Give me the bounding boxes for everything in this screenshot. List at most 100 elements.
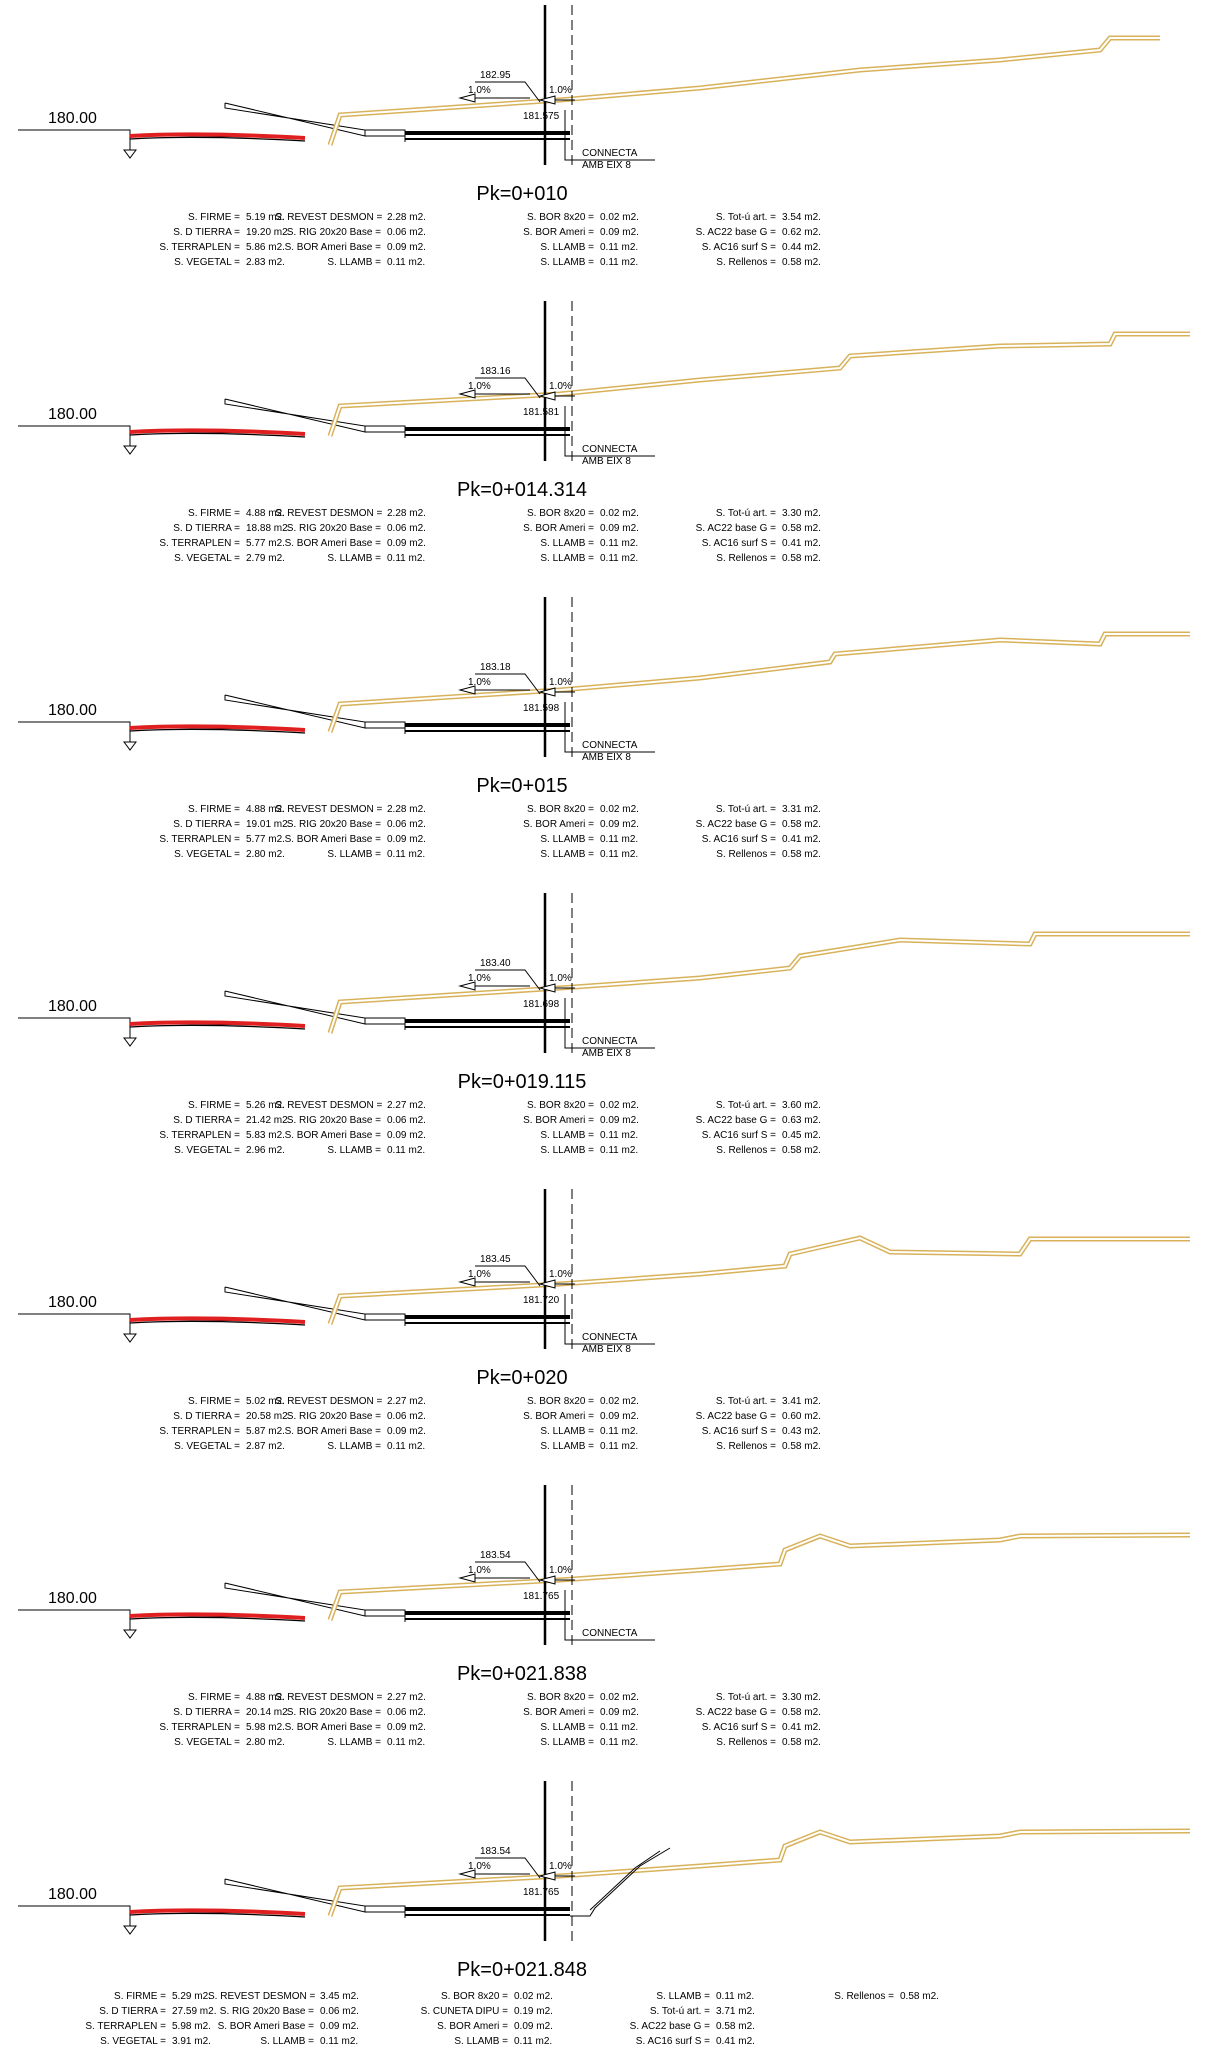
top-level-label: 183.40	[480, 958, 511, 969]
area-value: 0.11 m2.	[600, 1722, 639, 1733]
area-label: S. Tot-ú art. =	[649, 2006, 710, 2017]
area-label: S. RIG 20x20 Base =	[286, 1115, 381, 1126]
area-label: S. BOR Ameri =	[523, 1707, 594, 1718]
ditch-line	[129, 1908, 306, 1916]
area-value: 0.11 m2.	[387, 1441, 426, 1452]
connect-label-2: AMB EIX 8	[582, 160, 631, 171]
area-value: 0.11 m2.	[600, 538, 639, 549]
area-value: 5.77 m2.	[246, 834, 285, 845]
area-label: S. VEGETAL =	[174, 1737, 240, 1748]
connect-label-2: AMB EIX 8	[582, 752, 631, 763]
area-value: 0.02 m2.	[600, 212, 639, 223]
area-value: 0.02 m2.	[600, 804, 639, 815]
area-value: 3.71 m2.	[716, 2006, 755, 2017]
area-label: S. BOR Ameri Base =	[284, 1130, 381, 1141]
area-value: 0.09 m2.	[387, 538, 426, 549]
pavement-layers	[364, 425, 570, 438]
area-value: 0.09 m2.	[600, 227, 639, 238]
area-label: S. AC16 surf S =	[701, 1426, 776, 1437]
area-label: S. VEGETAL =	[174, 553, 240, 564]
area-label: S. LLAMB =	[327, 1145, 381, 1156]
connect-label: CONNECTA	[582, 148, 638, 159]
area-label: S. D TIERRA =	[99, 2006, 166, 2017]
area-value: 5.86 m2.	[246, 242, 285, 253]
area-label: S. BOR Ameri Base =	[284, 242, 381, 253]
area-value: 21.42 m2.	[246, 1115, 291, 1126]
area-value: 0.63 m2.	[782, 1115, 821, 1126]
area-value: 0.58 m2.	[716, 2021, 755, 2032]
connect-label: CONNECTA	[582, 1332, 638, 1343]
reference-level-line	[18, 129, 131, 150]
area-label: S. D TIERRA =	[173, 819, 240, 830]
area-label: S. BOR Ameri =	[523, 227, 594, 238]
slope-right-label: 1.0%	[549, 973, 572, 984]
area-value: 0.11 m2.	[600, 553, 639, 564]
area-label: S. BOR 8x20 =	[527, 804, 594, 815]
area-value: 3.30 m2.	[782, 1692, 821, 1703]
area-label: S. BOR Ameri =	[523, 819, 594, 830]
area-label: S. BOR 8x20 =	[527, 1100, 594, 1111]
area-value: 5.19 m2.	[246, 212, 285, 223]
area-value: 0.11 m2.	[320, 2036, 359, 2047]
area-value: 0.44 m2.	[782, 242, 821, 253]
area-value: 0.06 m2.	[387, 1115, 426, 1126]
reference-level-line	[18, 425, 131, 446]
reference-level-line	[18, 721, 131, 742]
area-label: S. LLAMB =	[540, 849, 594, 860]
area-label: S. D TIERRA =	[173, 227, 240, 238]
area-value: 0.41 m2.	[782, 1722, 821, 1733]
area-label: S. LLAMB =	[656, 1991, 710, 2002]
slope-left-label: 1.0%	[468, 973, 491, 984]
area-value: 0.11 m2.	[716, 1991, 755, 2002]
area-label: S. AC22 base G =	[695, 1707, 776, 1718]
area-label: S. AC22 base G =	[695, 227, 776, 238]
area-label: S. TERRAPLEN =	[159, 834, 240, 845]
area-label: S. D TIERRA =	[173, 1115, 240, 1126]
connect-label: CONNECTA	[582, 444, 638, 455]
axis-level-label: 181.698	[523, 999, 560, 1010]
area-value: 3.41 m2.	[782, 1396, 821, 1407]
area-label: S. BOR Ameri =	[523, 1115, 594, 1126]
area-value: 3.30 m2.	[782, 508, 821, 519]
area-value: 0.02 m2.	[514, 1991, 553, 2002]
area-label: S. AC16 surf S =	[701, 834, 776, 845]
area-value: 0.11 m2.	[600, 1441, 639, 1452]
top-level-label: 183.54	[480, 1846, 511, 1857]
area-value: 19.01 m2.	[246, 819, 291, 830]
area-value: 5.29 m2.	[172, 1991, 211, 2002]
slope-right-label: 1.0%	[549, 85, 572, 96]
area-value: 0.11 m2.	[600, 242, 639, 253]
area-label: S. BOR Ameri Base =	[284, 834, 381, 845]
area-label: S. AC22 base G =	[695, 819, 776, 830]
area-value: 0.43 m2.	[782, 1426, 821, 1437]
pk-title: Pk=0+010	[476, 183, 568, 205]
area-label: S. LLAMB =	[540, 242, 594, 253]
slope-left-label: 1.0%	[468, 1269, 491, 1280]
area-value: 0.02 m2.	[600, 508, 639, 519]
reference-level-label: 180.00	[48, 406, 97, 423]
embankment-slope	[224, 1878, 366, 1913]
area-label: S. Tot-ú art. =	[715, 1692, 776, 1703]
area-label: S. RIG 20x20 Base =	[286, 1707, 381, 1718]
area-label: S. Tot-ú art. =	[715, 212, 776, 223]
pk-title: Pk=0+021.848	[456, 1959, 588, 1981]
slope-right-label: 1.0%	[549, 1269, 572, 1280]
slope-left-label: 1.0%	[468, 381, 491, 392]
area-label: S. Rellenos =	[716, 849, 776, 860]
area-label: S. TERRAPLEN =	[159, 1426, 240, 1437]
area-label: S. LLAMB =	[540, 834, 594, 845]
area-label: S. VEGETAL =	[174, 1145, 240, 1156]
reference-level-label: 180.00	[48, 1294, 97, 1311]
area-value: 0.41 m2.	[782, 538, 821, 549]
cross-section-drawing	[18, 597, 1190, 757]
area-value: 0.09 m2.	[514, 2021, 553, 2032]
area-value: 3.31 m2.	[782, 804, 821, 815]
area-label: S. AC16 surf S =	[701, 1722, 776, 1733]
terrain-line	[327, 1828, 1191, 1917]
axis-level-label: 181.765	[523, 1887, 560, 1898]
top-level-label: 183.16	[480, 366, 511, 377]
area-value: 18.88 m2.	[246, 523, 291, 534]
